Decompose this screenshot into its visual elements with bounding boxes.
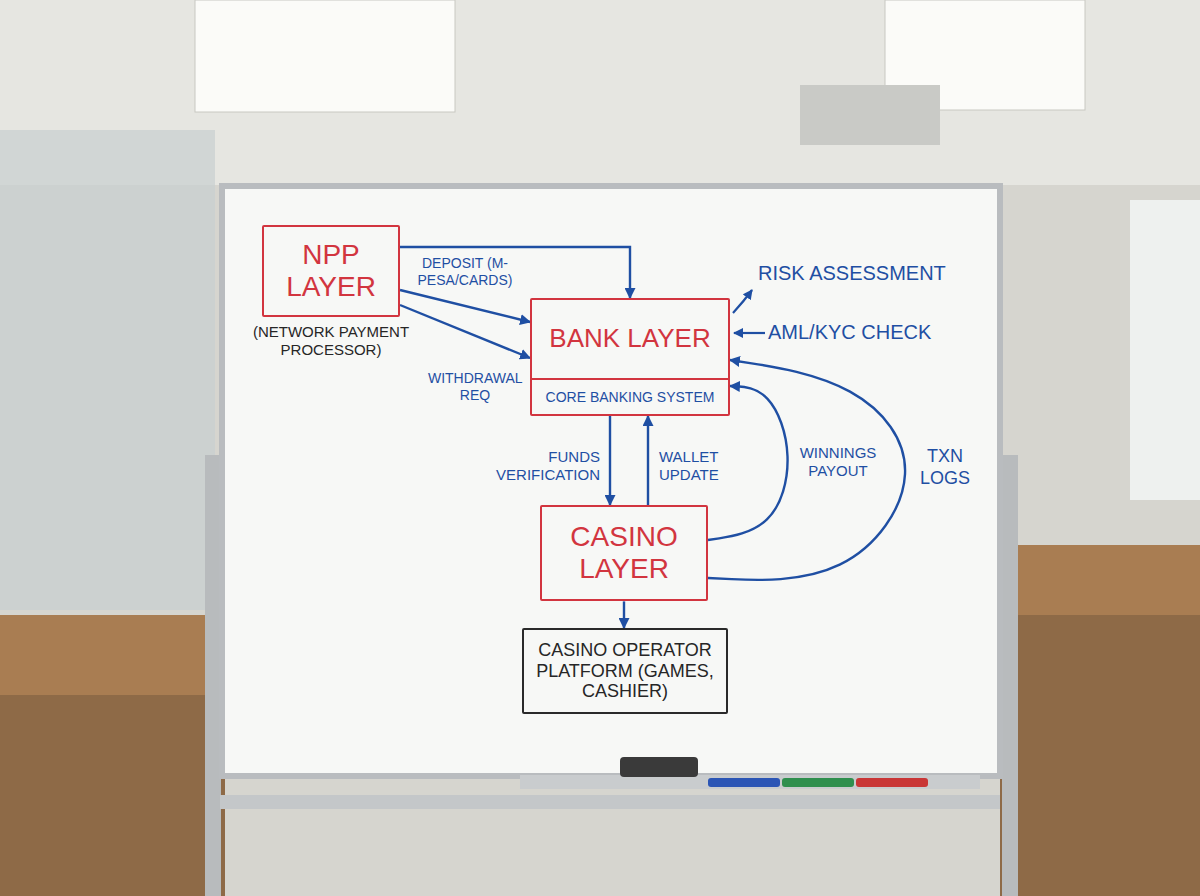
flow-arrow bbox=[609, 416, 611, 505]
green-marker bbox=[782, 778, 854, 787]
node-header: BANK LAYER bbox=[532, 300, 728, 378]
annotation-label: RISK ASSESSMENT bbox=[758, 262, 946, 285]
flow-arrow bbox=[400, 290, 530, 322]
blue-marker bbox=[708, 778, 780, 787]
node-caption: (NETWORK PAYMENT PROCESSOR) bbox=[241, 323, 421, 359]
flow-label: TXN LOGS bbox=[918, 446, 972, 489]
node-title: NPP LAYER bbox=[272, 239, 390, 303]
red-marker bbox=[856, 778, 928, 787]
node-title: BANK LAYER bbox=[540, 324, 720, 354]
glass-partition bbox=[0, 130, 215, 610]
annotation-label: AML/KYC CHECK bbox=[768, 321, 931, 344]
node-outline: NPP LAYER bbox=[262, 225, 400, 317]
npp-layer-box: NPP LAYER (NETWORK PAYMENT PROCESSOR) bbox=[241, 225, 421, 359]
bank-layer-box: BANK LAYER CORE BANKING SYSTEM bbox=[530, 298, 730, 416]
flow-arrow bbox=[647, 416, 649, 505]
node-title: CASINO OPERATOR PLATFORM (GAMES, CASHIER… bbox=[534, 640, 716, 702]
casino-layer-box: CASINO LAYER bbox=[540, 505, 708, 601]
flow-arrow bbox=[623, 601, 625, 628]
flow-label: WINNINGS PAYOUT bbox=[798, 444, 879, 480]
node-outline: CASINO OPERATOR PLATFORM (GAMES, CASHIER… bbox=[522, 628, 728, 714]
stand-leg bbox=[205, 455, 221, 896]
flow-arrow bbox=[400, 305, 530, 358]
node-section: CORE BANKING SYSTEM bbox=[532, 378, 728, 414]
ceiling-light bbox=[195, 0, 455, 112]
marker-tray bbox=[520, 775, 980, 789]
leader-arrow bbox=[734, 332, 765, 334]
node-outline: CASINO LAYER bbox=[540, 505, 708, 601]
desk bbox=[0, 615, 225, 695]
stand-bar bbox=[220, 795, 1000, 809]
flow-arrow bbox=[708, 360, 905, 580]
node-subtitle: CORE BANKING SYSTEM bbox=[538, 389, 722, 405]
desk-front bbox=[0, 695, 225, 896]
flow-label: FUNDS VERIFICATION bbox=[494, 448, 602, 484]
eraser bbox=[620, 757, 698, 777]
flow-label: WITHDRAWAL REQ bbox=[426, 370, 524, 404]
window bbox=[1130, 200, 1200, 500]
node-outline: BANK LAYER CORE BANKING SYSTEM bbox=[530, 298, 730, 416]
whiteboard bbox=[222, 186, 1000, 776]
leader-arrow bbox=[733, 290, 752, 313]
desk bbox=[1000, 545, 1200, 615]
air-vent bbox=[800, 85, 940, 145]
platform-box: CASINO OPERATOR PLATFORM (GAMES, CASHIER… bbox=[522, 628, 728, 714]
desk-front bbox=[1000, 615, 1200, 896]
node-title: CASINO LAYER bbox=[550, 521, 698, 585]
stand-leg bbox=[1002, 455, 1018, 896]
flow-label: WALLET UPDATE bbox=[657, 448, 721, 484]
flow-arrow bbox=[400, 247, 630, 298]
flow-label: DEPOSIT (M-PESA/CARDS) bbox=[405, 255, 525, 289]
